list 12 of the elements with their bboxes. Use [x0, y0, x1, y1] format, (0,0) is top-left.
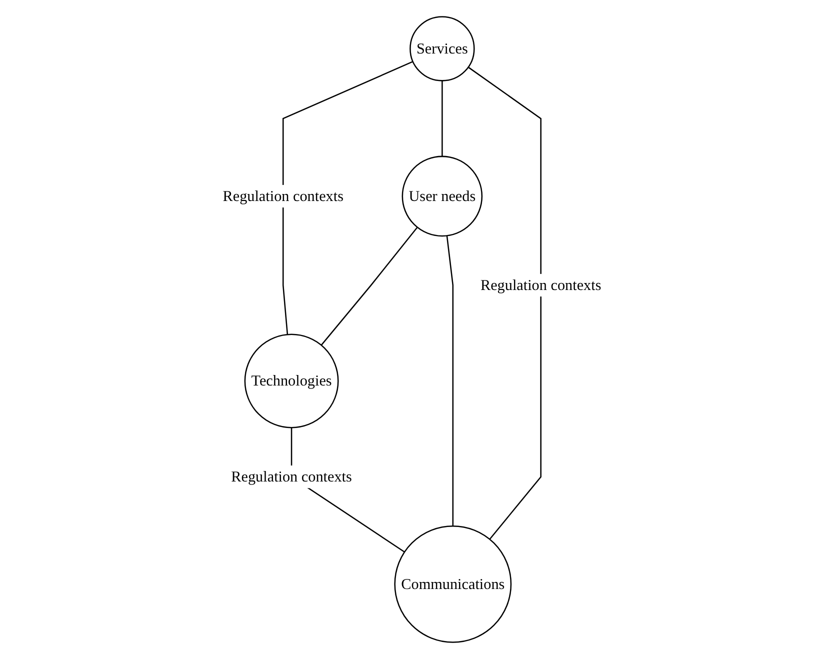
node-circle: Technologies	[244, 334, 338, 428]
connector	[320, 226, 418, 346]
connector	[441, 80, 442, 156]
node-circle: Communications	[394, 525, 512, 643]
connector	[282, 61, 413, 335]
edge-label: Regulation contexts	[230, 468, 352, 485]
node-circle: Services	[409, 16, 474, 82]
edge-label: Regulation contexts	[480, 276, 601, 294]
edge-label: Regulation contexts	[222, 187, 344, 204]
node-circle: User needs	[401, 156, 482, 237]
connector	[446, 236, 454, 526]
connector	[467, 66, 541, 540]
